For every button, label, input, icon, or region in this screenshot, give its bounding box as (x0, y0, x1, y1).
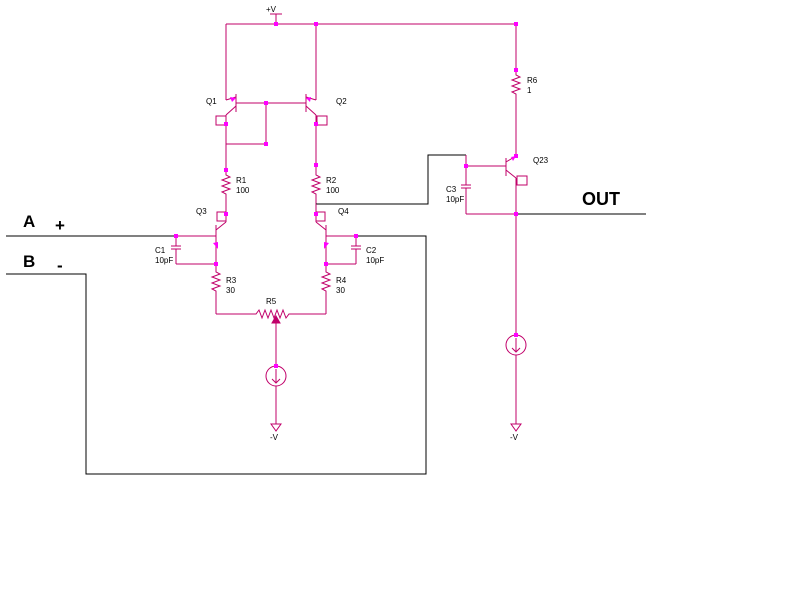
node-dot (224, 168, 228, 172)
resistor-r4 (320, 264, 332, 314)
input-a-label: A (23, 212, 35, 231)
r4-name: R4 (336, 276, 347, 285)
c1-value: 10pF (155, 256, 173, 265)
node-dot (464, 164, 468, 168)
transistor-q1 (215, 94, 266, 170)
r6-value: 1 (527, 86, 532, 95)
node-dot (264, 101, 268, 105)
resistor-r3 (210, 264, 222, 314)
node-dot (514, 333, 518, 337)
positive-supply-rail (225, 13, 517, 100)
node-dot (314, 163, 318, 167)
c1-name: C1 (155, 246, 166, 255)
node-dot (264, 142, 268, 146)
transistor-q4 (315, 204, 356, 264)
r4-value: 30 (336, 286, 345, 295)
resistor-r6 (510, 70, 522, 156)
r3-name: R3 (226, 276, 237, 285)
node-dot (354, 234, 358, 238)
input-b-wire (6, 235, 427, 475)
negative-supply-label-2: -V (510, 433, 519, 442)
capacitor-c1 (171, 236, 216, 265)
negative-supply-label-1: -V (270, 433, 279, 442)
r2-name: R2 (326, 176, 337, 185)
resistor-r2 (310, 165, 322, 214)
output-label: OUT (582, 189, 620, 209)
c2-name: C2 (366, 246, 377, 255)
q3-label: Q3 (196, 207, 207, 216)
r5-name: R5 (266, 297, 277, 306)
q1-label: Q1 (206, 97, 217, 106)
node-dot (224, 122, 228, 126)
input-b-sign: - (57, 256, 63, 275)
feed-wire-to-q23 (316, 154, 506, 205)
current-source-output (505, 334, 527, 432)
current-source-tail (265, 365, 287, 432)
mirror-link (226, 103, 267, 145)
node-dot (224, 212, 228, 216)
potentiometer-r5 (216, 308, 326, 366)
node-dot (514, 212, 518, 216)
q4-label: Q4 (338, 207, 349, 216)
capacitor-c2 (326, 236, 361, 265)
c3-name: C3 (446, 185, 457, 194)
input-b-label: B (23, 252, 35, 271)
node-dot (514, 22, 518, 26)
node-dot (314, 22, 318, 26)
r1-name: R1 (236, 176, 247, 185)
node-dot (274, 364, 278, 368)
node-dot (274, 22, 278, 26)
r1-value: 100 (236, 186, 250, 195)
transistor-q23 (505, 155, 528, 335)
r6-name: R6 (527, 76, 538, 85)
transistor-q3 (176, 211, 227, 264)
node-dot (214, 262, 218, 266)
transistor-q2 (266, 94, 328, 170)
q2-label: Q2 (336, 97, 347, 106)
node-dot (314, 212, 318, 216)
node-dot (514, 154, 518, 158)
c2-value: 10pF (366, 256, 384, 265)
q23-label: Q23 (533, 156, 549, 165)
node-dot (514, 68, 518, 72)
r2-value: 100 (326, 186, 340, 195)
node-dot (324, 262, 328, 266)
node-dots (174, 22, 518, 368)
c3-value: 10pF (446, 195, 464, 204)
positive-supply-label: +V (266, 5, 277, 14)
capacitor-c3 (461, 166, 516, 215)
r3-value: 30 (226, 286, 235, 295)
node-dot (174, 234, 178, 238)
input-a-sign: + (55, 216, 65, 235)
node-dot (314, 122, 318, 126)
resistor-r1 (220, 170, 232, 214)
